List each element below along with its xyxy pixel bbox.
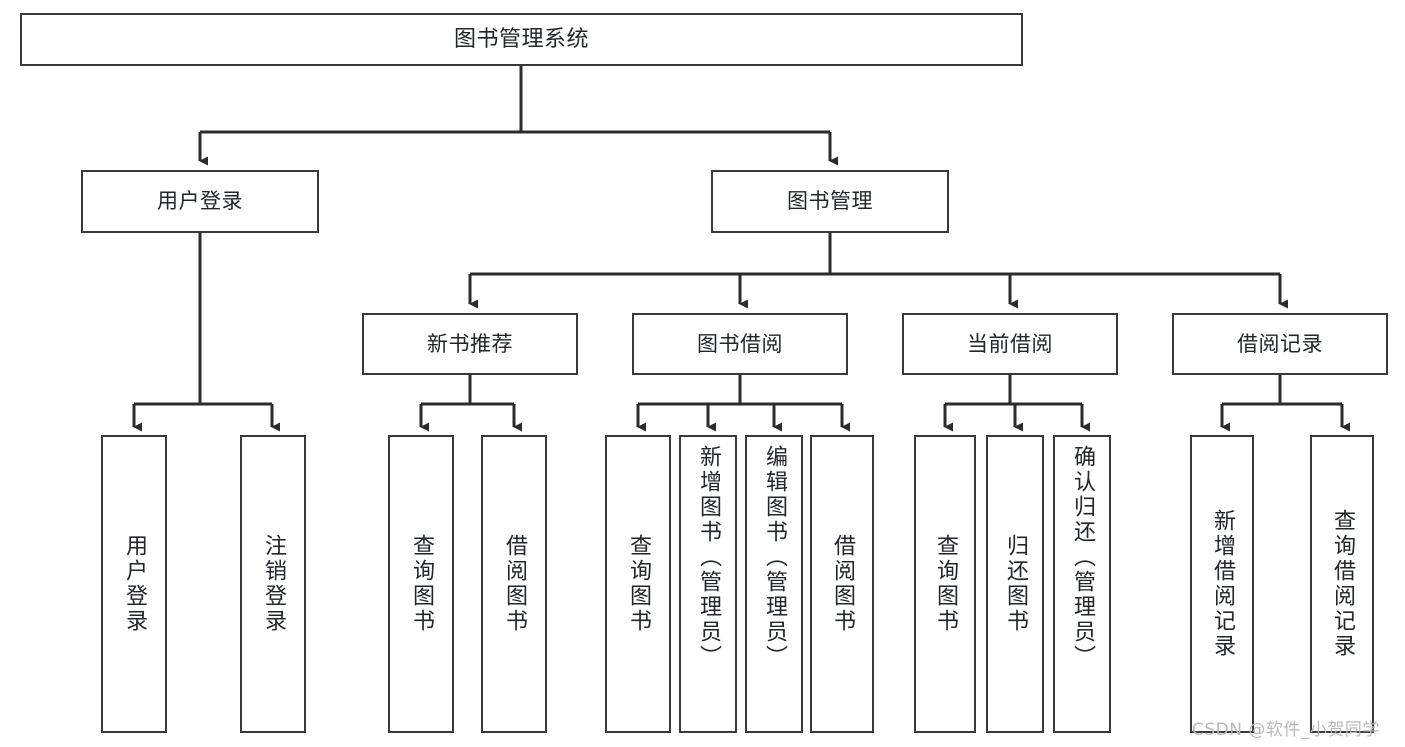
node-leaf-borrow-book-2[interactable]: 借阅图书 xyxy=(810,435,874,733)
node-leaf-query-book-1[interactable]: 查询图书 xyxy=(388,435,454,733)
node-leaf-logout[interactable]: 注销登录 xyxy=(240,435,306,733)
node-user-login[interactable]: 用户登录 xyxy=(81,170,319,233)
node-leaf-edit-book[interactable]: 编辑图书（管理员） xyxy=(745,435,803,733)
node-current-borrow-label: 当前借阅 xyxy=(967,331,1053,356)
node-book-manage[interactable]: 图书管理 xyxy=(711,170,949,233)
node-user-login-label: 用户登录 xyxy=(157,189,243,214)
node-leaf-add-record[interactable]: 新增借阅记录 xyxy=(1190,435,1254,733)
node-leaf-borrow-book-1-label: 借阅图书 xyxy=(502,534,527,634)
node-leaf-query-book-3[interactable]: 查询图书 xyxy=(914,435,976,733)
node-root-label: 图书管理系统 xyxy=(453,26,589,52)
node-leaf-borrow-book-2-label: 借阅图书 xyxy=(830,534,855,634)
node-leaf-edit-book-label: 编辑图书（管理员） xyxy=(762,445,787,670)
node-book-borrow[interactable]: 图书借阅 xyxy=(632,313,848,375)
node-book-manage-label: 图书管理 xyxy=(787,189,873,214)
node-new-book-rec-label: 新书推荐 xyxy=(427,331,513,356)
node-book-borrow-label: 图书借阅 xyxy=(697,331,783,356)
node-leaf-logout-label: 注销登录 xyxy=(261,534,286,634)
node-leaf-query-book-2-label: 查询图书 xyxy=(626,534,651,634)
node-new-book-rec[interactable]: 新书推荐 xyxy=(362,313,578,375)
node-leaf-add-record-label: 新增借阅记录 xyxy=(1210,509,1235,659)
node-leaf-confirm-return[interactable]: 确认归还（管理员） xyxy=(1053,435,1111,733)
node-leaf-borrow-book-1[interactable]: 借阅图书 xyxy=(481,435,547,733)
node-leaf-add-book[interactable]: 新增图书（管理员） xyxy=(679,435,737,733)
node-leaf-return-book-label: 归还图书 xyxy=(1003,534,1028,634)
csdn-watermark: CSDN @软件_小贺同学 xyxy=(1192,720,1380,740)
node-root[interactable]: 图书管理系统 xyxy=(20,13,1023,66)
node-leaf-query-book-3-label: 查询图书 xyxy=(933,534,958,634)
node-leaf-query-record[interactable]: 查询借阅记录 xyxy=(1310,435,1374,733)
node-leaf-query-book-2[interactable]: 查询图书 xyxy=(605,435,671,733)
node-borrow-record-label: 借阅记录 xyxy=(1237,331,1323,356)
node-leaf-confirm-return-label: 确认归还（管理员） xyxy=(1070,445,1095,670)
node-leaf-user-login[interactable]: 用户登录 xyxy=(101,435,167,733)
node-leaf-query-record-label: 查询借阅记录 xyxy=(1330,509,1355,659)
node-leaf-query-book-1-label: 查询图书 xyxy=(409,534,434,634)
node-leaf-return-book[interactable]: 归还图书 xyxy=(986,435,1044,733)
node-current-borrow[interactable]: 当前借阅 xyxy=(902,313,1118,375)
node-leaf-add-book-label: 新增图书（管理员） xyxy=(696,445,721,670)
node-leaf-user-login-label: 用户登录 xyxy=(122,534,147,634)
node-borrow-record[interactable]: 借阅记录 xyxy=(1172,313,1388,375)
